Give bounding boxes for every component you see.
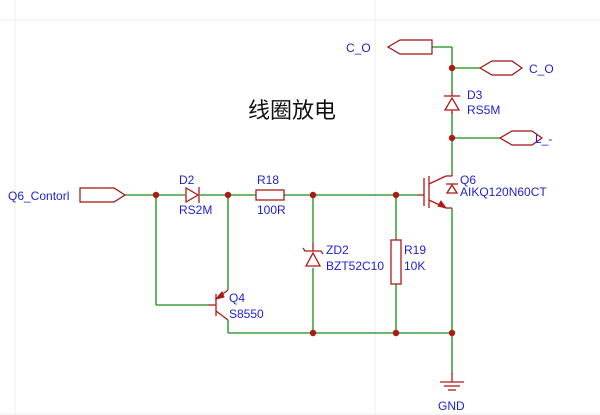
resistor-r19 [390,239,402,285]
r19-value: 10K [404,259,425,273]
transistor-q4 [208,289,229,321]
net-label-l-minus: L_- [535,132,552,146]
diode-d2 [185,186,200,204]
net-label-q6-input: Q6_Contorl [8,189,69,203]
diode-d3 [443,91,461,114]
q4-ref: Q4 [229,291,245,305]
zd2-value: BZT52C10 [326,259,384,273]
net-label-c-o-left: C_O [346,41,371,55]
net-port-c-o-left [386,39,433,55]
d2-value: RS2M [179,203,212,217]
q6-value: AIKQ120N60CT [460,185,547,199]
igbt-q6 [418,174,459,209]
net-port-q6-input [79,187,127,203]
junction-dots [152,64,456,337]
d3-value: RS5M [467,103,500,117]
d3-ref: D3 [467,88,483,102]
net-label-c-o-right: C_O [529,62,554,76]
net-label-gnd: GND [438,399,465,413]
zener-zd2 [302,243,324,267]
resistor-r18 [255,189,285,201]
zd2-ref: ZD2 [326,243,349,257]
r19-ref: R19 [404,243,426,257]
q6-ref: Q6 [460,173,476,187]
r18-value: 100R [257,203,286,217]
net-port-l-minus [498,130,544,146]
net-port-c-o-right [478,60,524,76]
ground-symbol [440,372,464,391]
q4-value: S8550 [229,307,264,321]
d2-ref: D2 [179,173,195,187]
schematic-title: 线圈放电 [248,99,336,124]
r18-ref: R18 [257,173,279,187]
